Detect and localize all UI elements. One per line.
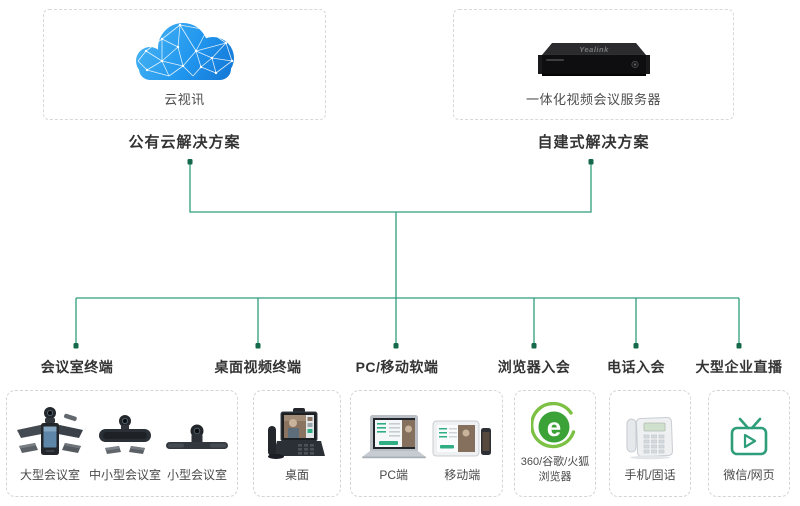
category-label-desktop-video: 桌面视频终端 (214, 359, 302, 375)
device-label: 移动端 (444, 468, 481, 483)
browser-360-icon: e (531, 402, 576, 449)
category-label-enterprise-live: 大型企业直播 (695, 359, 783, 375)
svg-text:Yealink: Yealink (579, 45, 609, 54)
cloud-device-label: 云视讯 (164, 92, 205, 107)
device-desk-phone: 手机/固话 (624, 404, 676, 484)
small-room-terminal-icon (165, 424, 228, 450)
category-label-meeting-room: 会议室终端 (40, 359, 114, 375)
category-label-browser-join: 浏览器入会 (497, 359, 571, 375)
category-label-phone-join: 电话入会 (607, 359, 665, 375)
category-box-browser-join: e 360/谷歌/火狐 浏览器 (514, 390, 596, 497)
self-built-solution-label: 自建式解决方案 (537, 134, 650, 151)
server-device-label: 一体化视频会议服务器 (525, 92, 661, 107)
public-cloud-solution-label: 公有云解决方案 (128, 134, 241, 151)
device-label: PC端 (379, 468, 408, 483)
category-box-enterprise-live: 微信/网页 (708, 390, 790, 497)
video-conference-server-icon: Yealink (537, 43, 650, 76)
device-desktop-video-phone: 桌面 (268, 404, 326, 484)
category-label-pc-mobile: PC/移动软端 (355, 359, 439, 375)
large-room-terminal-icon (16, 407, 83, 456)
tablet-phone-icon (432, 420, 492, 457)
device-label: 手机/固话 (624, 468, 676, 483)
device-mobile-client: 移动端 (432, 404, 492, 484)
device-label: 微信/网页 (723, 468, 775, 483)
category-box-pc-mobile: PC端 移 (350, 390, 503, 497)
device-pc-client: PC端 (361, 404, 427, 484)
category-box-desktop-video: 桌面 (253, 390, 341, 497)
cloud-icon (135, 23, 234, 80)
device-label: 小型会议室 (166, 468, 227, 483)
device-browser: e 360/谷歌/火狐 浏览器 (521, 394, 589, 484)
live-tv-icon (730, 418, 768, 456)
desk-phone-icon (626, 417, 674, 460)
public-cloud-solution-box: 云视讯 (43, 9, 326, 120)
medium-room-terminal-icon (98, 415, 151, 455)
device-label: 中小型会议室 (88, 468, 161, 483)
video-phone-icon (268, 408, 325, 460)
category-box-phone-join: 手机/固话 (609, 390, 691, 497)
device-medium-meeting-room: 中小型会议室 (89, 404, 161, 484)
device-label: 大型会议室 (19, 468, 80, 483)
device-small-meeting-room: 小型会议室 (164, 404, 230, 484)
connector-endpoint-dots (73, 159, 742, 349)
device-large-meeting-room: 大型会议室 (14, 404, 86, 484)
device-label: 360/谷歌/火狐 浏览器 (520, 456, 590, 483)
device-label: 桌面 (284, 468, 309, 483)
category-box-meeting-room: 大型会议室 中小型会议室 (6, 390, 238, 497)
svg-text:e: e (547, 412, 561, 442)
laptop-icon (361, 415, 426, 459)
self-built-solution-box: Yealink 一体化视频会议服务器 (453, 9, 734, 120)
device-live-stream: 微信/网页 (723, 404, 775, 484)
